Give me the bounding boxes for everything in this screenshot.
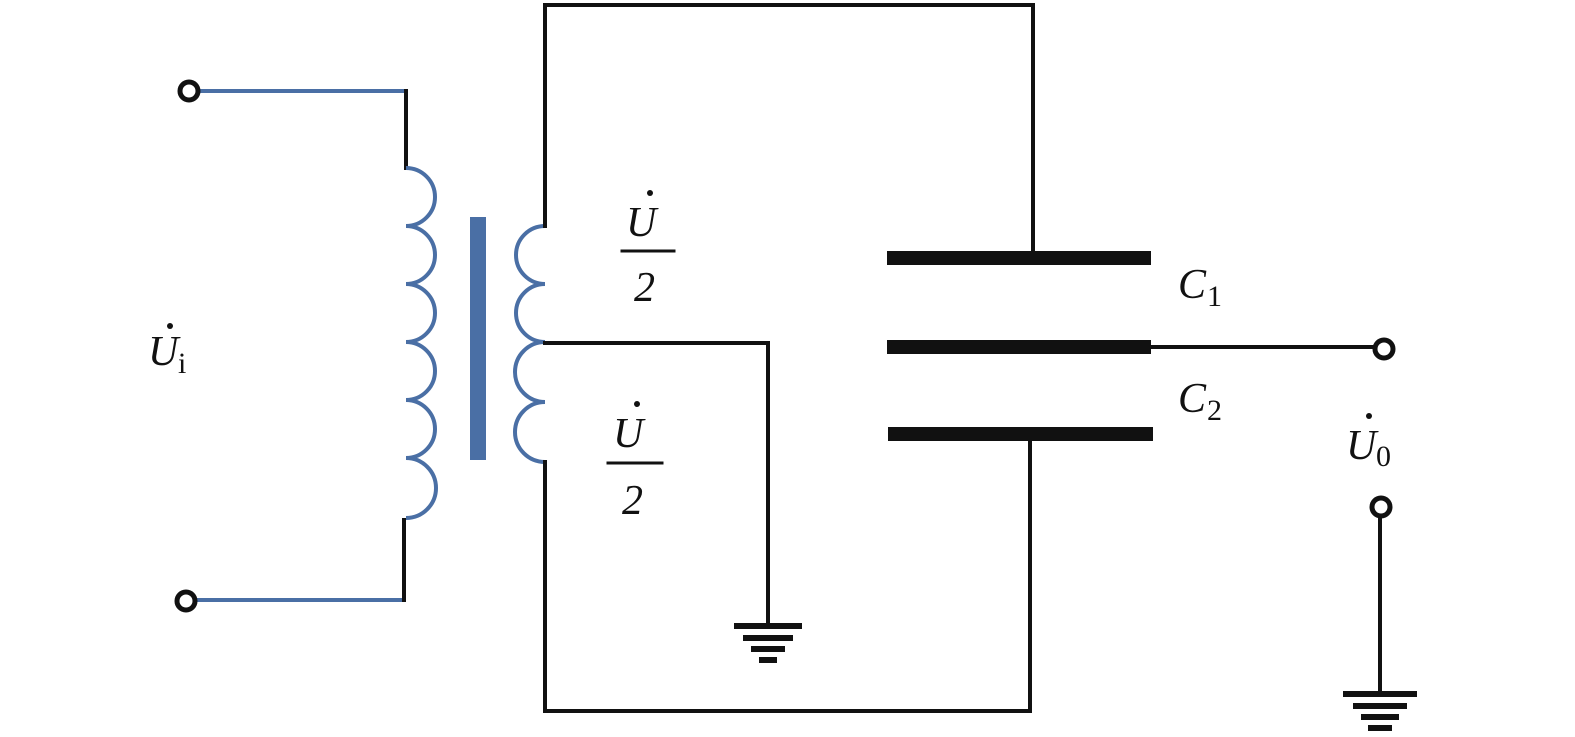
lower-half-numerator: U [613, 411, 646, 457]
phasor-dot [647, 190, 653, 196]
output-voltage-symbol: U [1346, 423, 1379, 469]
bottom-input-terminal [174, 589, 198, 613]
top-input-terminal [177, 79, 201, 103]
upper-half-voltage-label: U 2 [620, 190, 676, 311]
input-voltage-label: U i [148, 323, 186, 380]
capacitor-stack [887, 251, 1153, 441]
phasor-dot [167, 323, 173, 329]
secondary-wiring [543, 3, 1035, 713]
input-voltage-subscript: i [178, 347, 186, 380]
upper-half-denominator: 2 [634, 265, 655, 311]
capacitor-2-symbol: C [1178, 376, 1207, 422]
capacitor-2-label: C 2 [1178, 376, 1222, 427]
secondary-coil [513, 224, 546, 464]
output-voltage-label: U 0 [1346, 413, 1391, 473]
lower-half-voltage-label: U 2 [606, 401, 664, 524]
output-bottom-terminal [1369, 495, 1393, 519]
output-voltage-subscript: 0 [1376, 440, 1391, 473]
phasor-dot [1366, 413, 1372, 419]
capacitor-1-symbol: C [1178, 262, 1207, 308]
bottom-loop-wire [543, 441, 1032, 713]
input-voltage-symbol: U [148, 329, 181, 375]
output-top-terminal [1372, 337, 1396, 361]
capacitor-2-subscript: 2 [1207, 394, 1222, 427]
primary-input-leads [174, 79, 408, 613]
center-tap-wire [543, 341, 770, 624]
ground-symbol-center [734, 623, 802, 663]
lower-half-denominator: 2 [622, 478, 643, 524]
primary-coil [405, 166, 438, 520]
upper-half-numerator: U [626, 200, 659, 246]
phasor-dot [634, 401, 640, 407]
top-loop-wire [543, 3, 1035, 254]
capacitor-1-subscript: 1 [1207, 280, 1222, 313]
capacitor-1-label: C 1 [1178, 262, 1222, 313]
ground-symbol-output [1343, 691, 1417, 731]
